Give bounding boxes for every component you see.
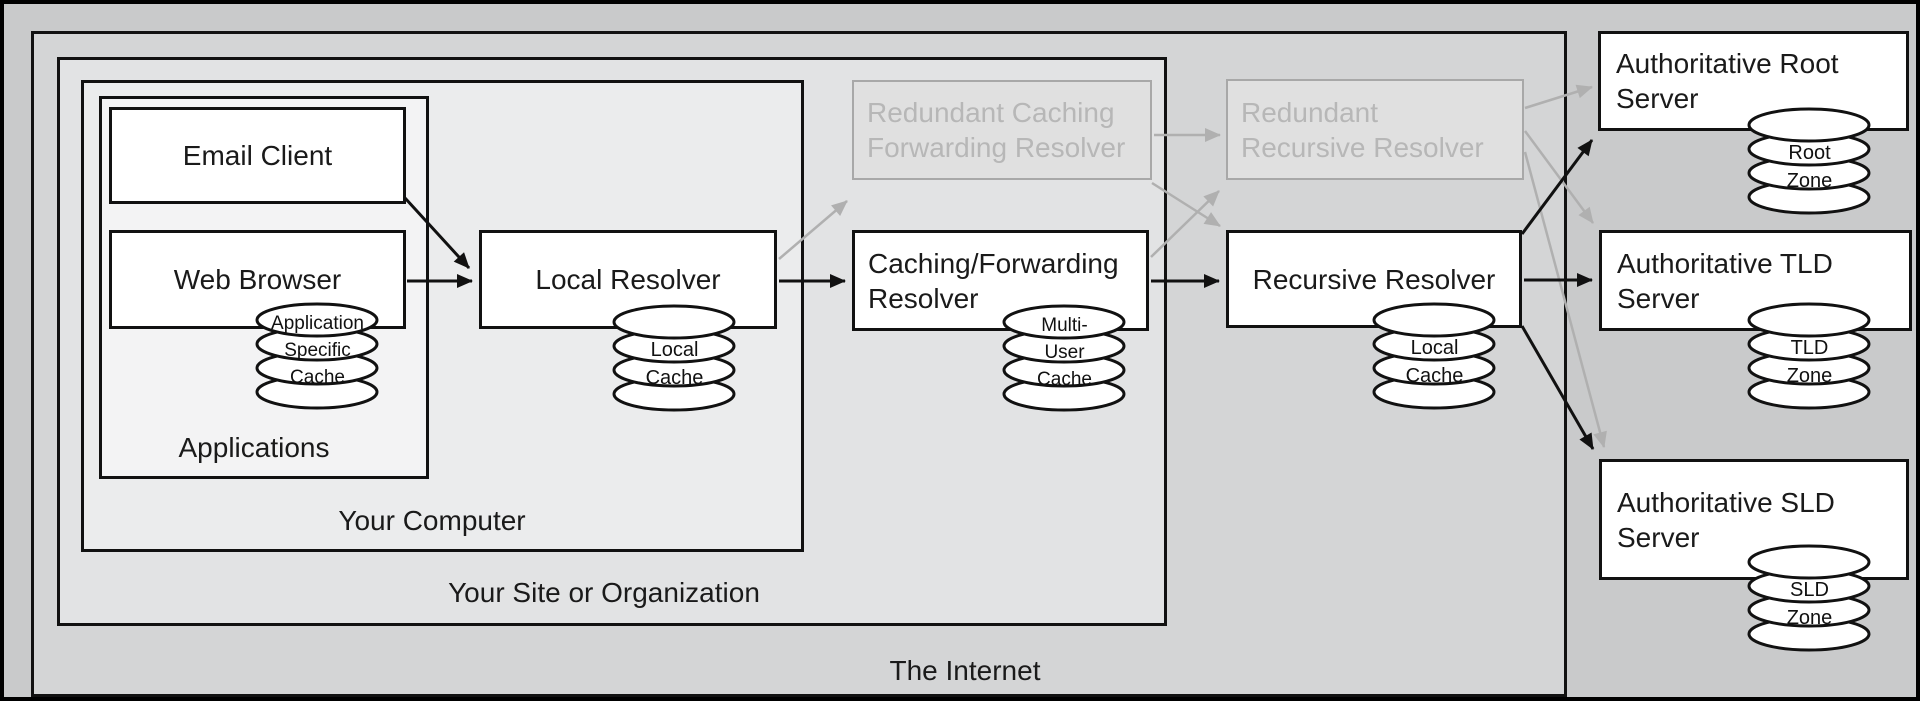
cylinder-label-line: Root — [1788, 142, 1831, 164]
recursive-resolver-box: Recursive Resolver — [1226, 230, 1522, 328]
cylinder-label-line: Application — [271, 313, 364, 334]
cylinder-label-line: Zone — [1786, 365, 1833, 387]
local-resolver-cache-label: Local Cache — [611, 336, 738, 392]
authoritative-tld-server-box: Authoritative TLD Server — [1599, 230, 1912, 331]
the-internet-region-label: The Internet — [889, 655, 1041, 686]
applications-region-label: Applications — [178, 432, 330, 463]
tld-zone-label: TLD Zone — [1746, 334, 1873, 390]
cylinder-label-line: Cache — [645, 367, 704, 389]
caching-forwarding-resolver-label-line1: Caching/Forwarding — [868, 247, 1119, 279]
application-specific-cache-label: Application Specific Cache — [254, 310, 381, 391]
cylinder-label-line: Cache — [1405, 365, 1464, 387]
local-resolver-box: Local Resolver — [479, 230, 777, 329]
recursive-resolver-cache-label: Local Cache — [1371, 334, 1498, 390]
caching-forwarding-resolver-label-line2: Resolver — [868, 282, 979, 314]
redundant-recursive-resolver-label-line2: Recursive Resolver — [1241, 131, 1484, 163]
recursive-resolver-label: Recursive Resolver — [1252, 263, 1496, 295]
cylinder-label-line: User — [1044, 342, 1085, 363]
cylinder-label-line: SLD — [1790, 579, 1829, 601]
authoritative-root-server-label-line2: Server — [1616, 83, 1699, 114]
cylinder-label-line: Cache — [1037, 369, 1092, 390]
authoritative-tld-server-label-line2: Server — [1617, 282, 1700, 314]
cylinder-label-line: Zone — [1786, 607, 1833, 629]
redundant-recursive-resolver-box: Redundant Recursive Resolver — [1226, 79, 1524, 180]
authoritative-tld-server-label-line1: Authoritative TLD — [1617, 247, 1833, 279]
your-site-region-label: Your Site or Organization — [448, 577, 760, 608]
root-zone-label: Root Zone — [1746, 139, 1873, 195]
cylinder-label-line: Local — [650, 339, 699, 361]
email-client-box: Email Client — [109, 107, 406, 204]
authoritative-root-server-box: Authoritative Root Server — [1598, 31, 1909, 131]
cylinder-label-line: Zone — [1786, 170, 1833, 192]
redundant-recursive-resolver-label-line1: Redundant — [1241, 96, 1379, 128]
authoritative-sld-server-label-line2: Server — [1617, 521, 1700, 553]
cylinder-label-line: Multi- — [1041, 315, 1088, 336]
cylinder-label-line: Cache — [290, 367, 345, 388]
authoritative-sld-server-label-line1: Authoritative SLD — [1617, 486, 1835, 518]
cylinder-label-line: TLD — [1790, 337, 1829, 359]
web-browser-label: Web Browser — [173, 264, 342, 295]
redundant-caching-forwarding-resolver-label-line2: Forwarding Resolver — [867, 132, 1126, 163]
your-computer-region-label: Your Computer — [338, 505, 526, 536]
email-client-label: Email Client — [182, 140, 333, 171]
redundant-caching-forwarding-resolver-box: Redundant Caching Forwarding Resolver — [852, 80, 1152, 180]
authoritative-root-server-label-line1: Authoritative Root — [1616, 48, 1839, 79]
sld-zone-label: SLD Zone — [1746, 576, 1873, 632]
local-resolver-label: Local Resolver — [535, 264, 721, 295]
authoritative-sld-server-box: Authoritative SLD Server — [1599, 459, 1909, 580]
cylinder-label-line: Local — [1410, 337, 1459, 359]
multi-user-cache-label: Multi- User Cache — [1001, 312, 1128, 393]
cylinder-label-line: Specific — [284, 340, 351, 361]
redundant-caching-forwarding-resolver-label-line1: Redundant Caching — [867, 97, 1115, 128]
